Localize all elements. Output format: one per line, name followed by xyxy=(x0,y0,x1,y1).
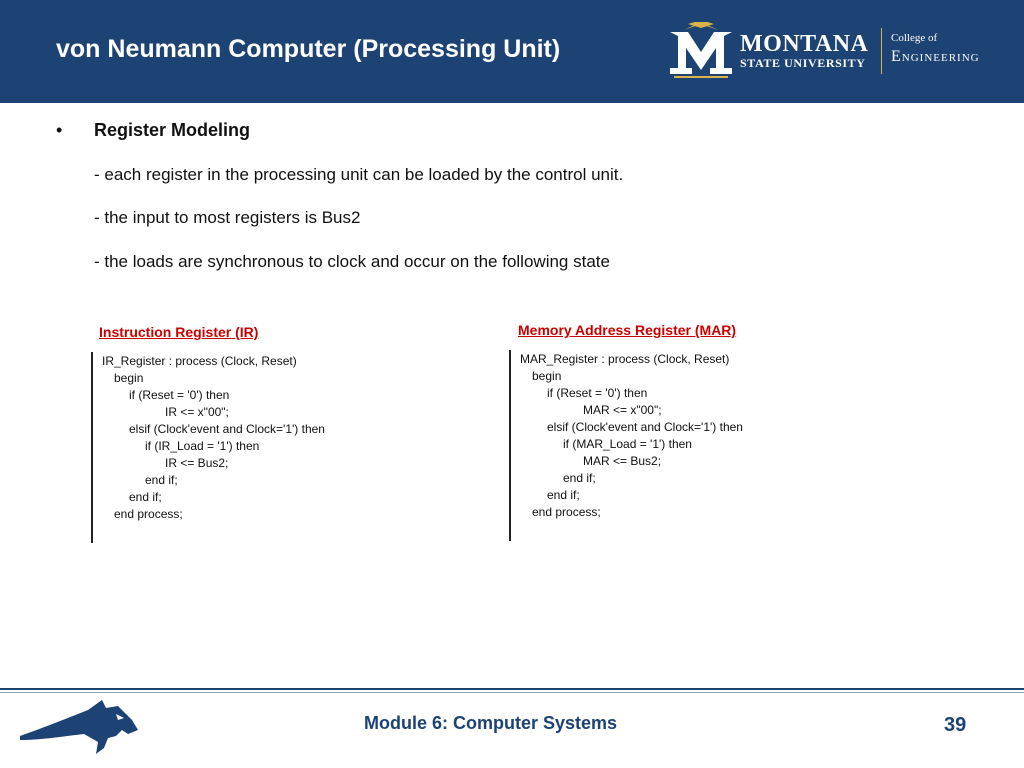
logo-montana-text: MONTANA xyxy=(740,31,869,57)
footer-module-title: Module 6: Computer Systems xyxy=(364,713,618,733)
ir-code-line: begin xyxy=(114,371,144,385)
ir-code-line: if (IR_Load = '1') then xyxy=(145,439,260,453)
msu-engineering-logo: MONTANA STATE UNIVERSITY College of Engi… xyxy=(666,22,1016,78)
mar-code-line: if (Reset = '0') then xyxy=(547,386,648,400)
ir-code-line: end process; xyxy=(114,507,183,521)
page-number: 39 xyxy=(944,714,967,736)
mar-code-bar xyxy=(509,350,511,541)
slide-title: von Neumann Computer (Processing Unit) xyxy=(56,35,561,63)
ir-code-line: end if; xyxy=(145,473,178,487)
bobcat-logo-icon xyxy=(20,700,138,754)
mar-code-line: MAR <= Bus2; xyxy=(583,454,662,468)
footer-divider-thin xyxy=(0,692,1024,693)
mar-code-line: MAR_Register : process (Clock, Reset) xyxy=(520,352,730,366)
bullet-marker: • xyxy=(56,120,63,140)
slide-header: von Neumann Computer (Processing Unit) M… xyxy=(0,0,1024,103)
logo-engineering-text: Engineering xyxy=(891,48,980,65)
content-line-2: - the input to most registers is Bus2 xyxy=(94,208,361,227)
mar-code-line: MAR <= x"00"; xyxy=(583,403,662,417)
ir-code-line: IR <= Bus2; xyxy=(165,456,229,470)
mar-code-line: elsif (Clock'event and Clock='1') then xyxy=(547,420,743,434)
content-line-3: - the loads are synchronous to clock and… xyxy=(94,252,610,271)
msu-m-logo-icon xyxy=(670,22,732,78)
mar-code-line: end process; xyxy=(532,505,601,519)
ir-code-block: IR_Register : process (Clock, Reset) beg… xyxy=(102,353,325,523)
mar-code-line: if (MAR_Load = '1') then xyxy=(563,437,692,451)
ir-heading: Instruction Register (IR) xyxy=(99,324,259,340)
mar-code-line: end if; xyxy=(563,471,596,485)
ir-code-line: IR <= x"00"; xyxy=(165,405,229,419)
ir-code-bar xyxy=(91,352,93,543)
footer-divider xyxy=(0,688,1024,690)
mar-code-block: MAR_Register : process (Clock, Reset) be… xyxy=(520,351,743,521)
logo-college-of-text: College of xyxy=(891,32,938,44)
ir-code-line: if (Reset = '0') then xyxy=(129,388,230,402)
ir-code-line: elsif (Clock'event and Clock='1') then xyxy=(129,422,325,436)
mar-heading: Memory Address Register (MAR) xyxy=(518,322,737,338)
logo-state-university-text: STATE UNIVERSITY xyxy=(740,56,866,70)
ir-code-line: IR_Register : process (Clock, Reset) xyxy=(102,354,297,368)
bullet-heading: Register Modeling xyxy=(94,120,251,140)
logo-divider xyxy=(881,28,882,74)
ir-code-line: end if; xyxy=(129,490,162,504)
mar-code-line: end if; xyxy=(547,488,580,502)
mar-code-line: begin xyxy=(532,369,562,383)
content-line-1: - each register in the processing unit c… xyxy=(94,165,624,184)
